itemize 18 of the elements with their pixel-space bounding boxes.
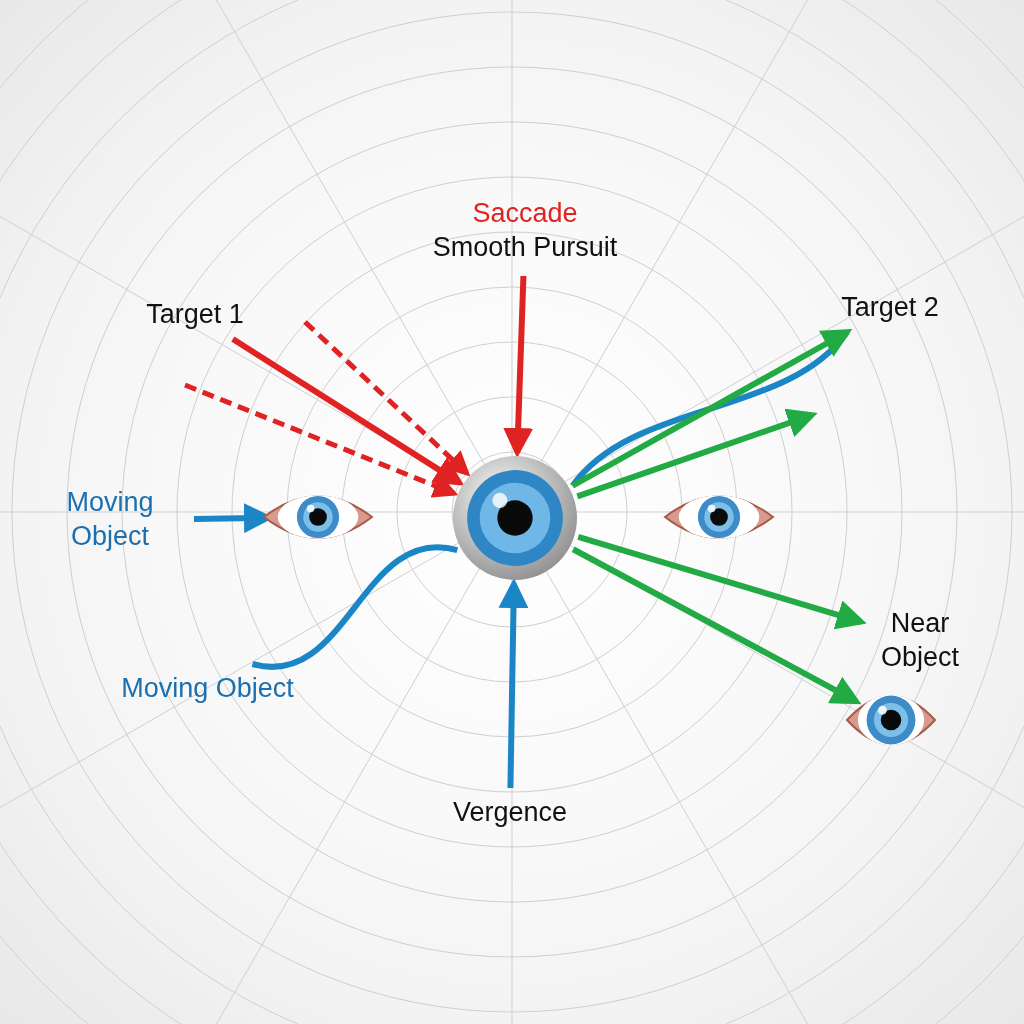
node-label: Smooth Pursuit bbox=[432, 231, 618, 264]
arrow bbox=[503, 275, 534, 459]
arrow bbox=[577, 534, 867, 630]
arrow bbox=[231, 336, 465, 486]
node-label: Moving Object bbox=[95, 668, 320, 710]
node-label: Saccade bbox=[472, 197, 578, 231]
arrow bbox=[576, 408, 818, 500]
node-label: Near Object bbox=[865, 600, 975, 682]
arrow bbox=[498, 578, 529, 789]
eye-drawing bbox=[452, 455, 578, 581]
node-label: Target 1 bbox=[125, 295, 265, 335]
node-label: Vergence bbox=[435, 792, 585, 834]
node-label: Target 2 bbox=[815, 288, 965, 328]
dashed-arrow bbox=[303, 320, 471, 477]
dashed-arrow bbox=[184, 382, 459, 498]
arrow bbox=[571, 546, 862, 705]
node-label: Moving Object bbox=[50, 475, 170, 565]
curved-line bbox=[252, 544, 458, 670]
